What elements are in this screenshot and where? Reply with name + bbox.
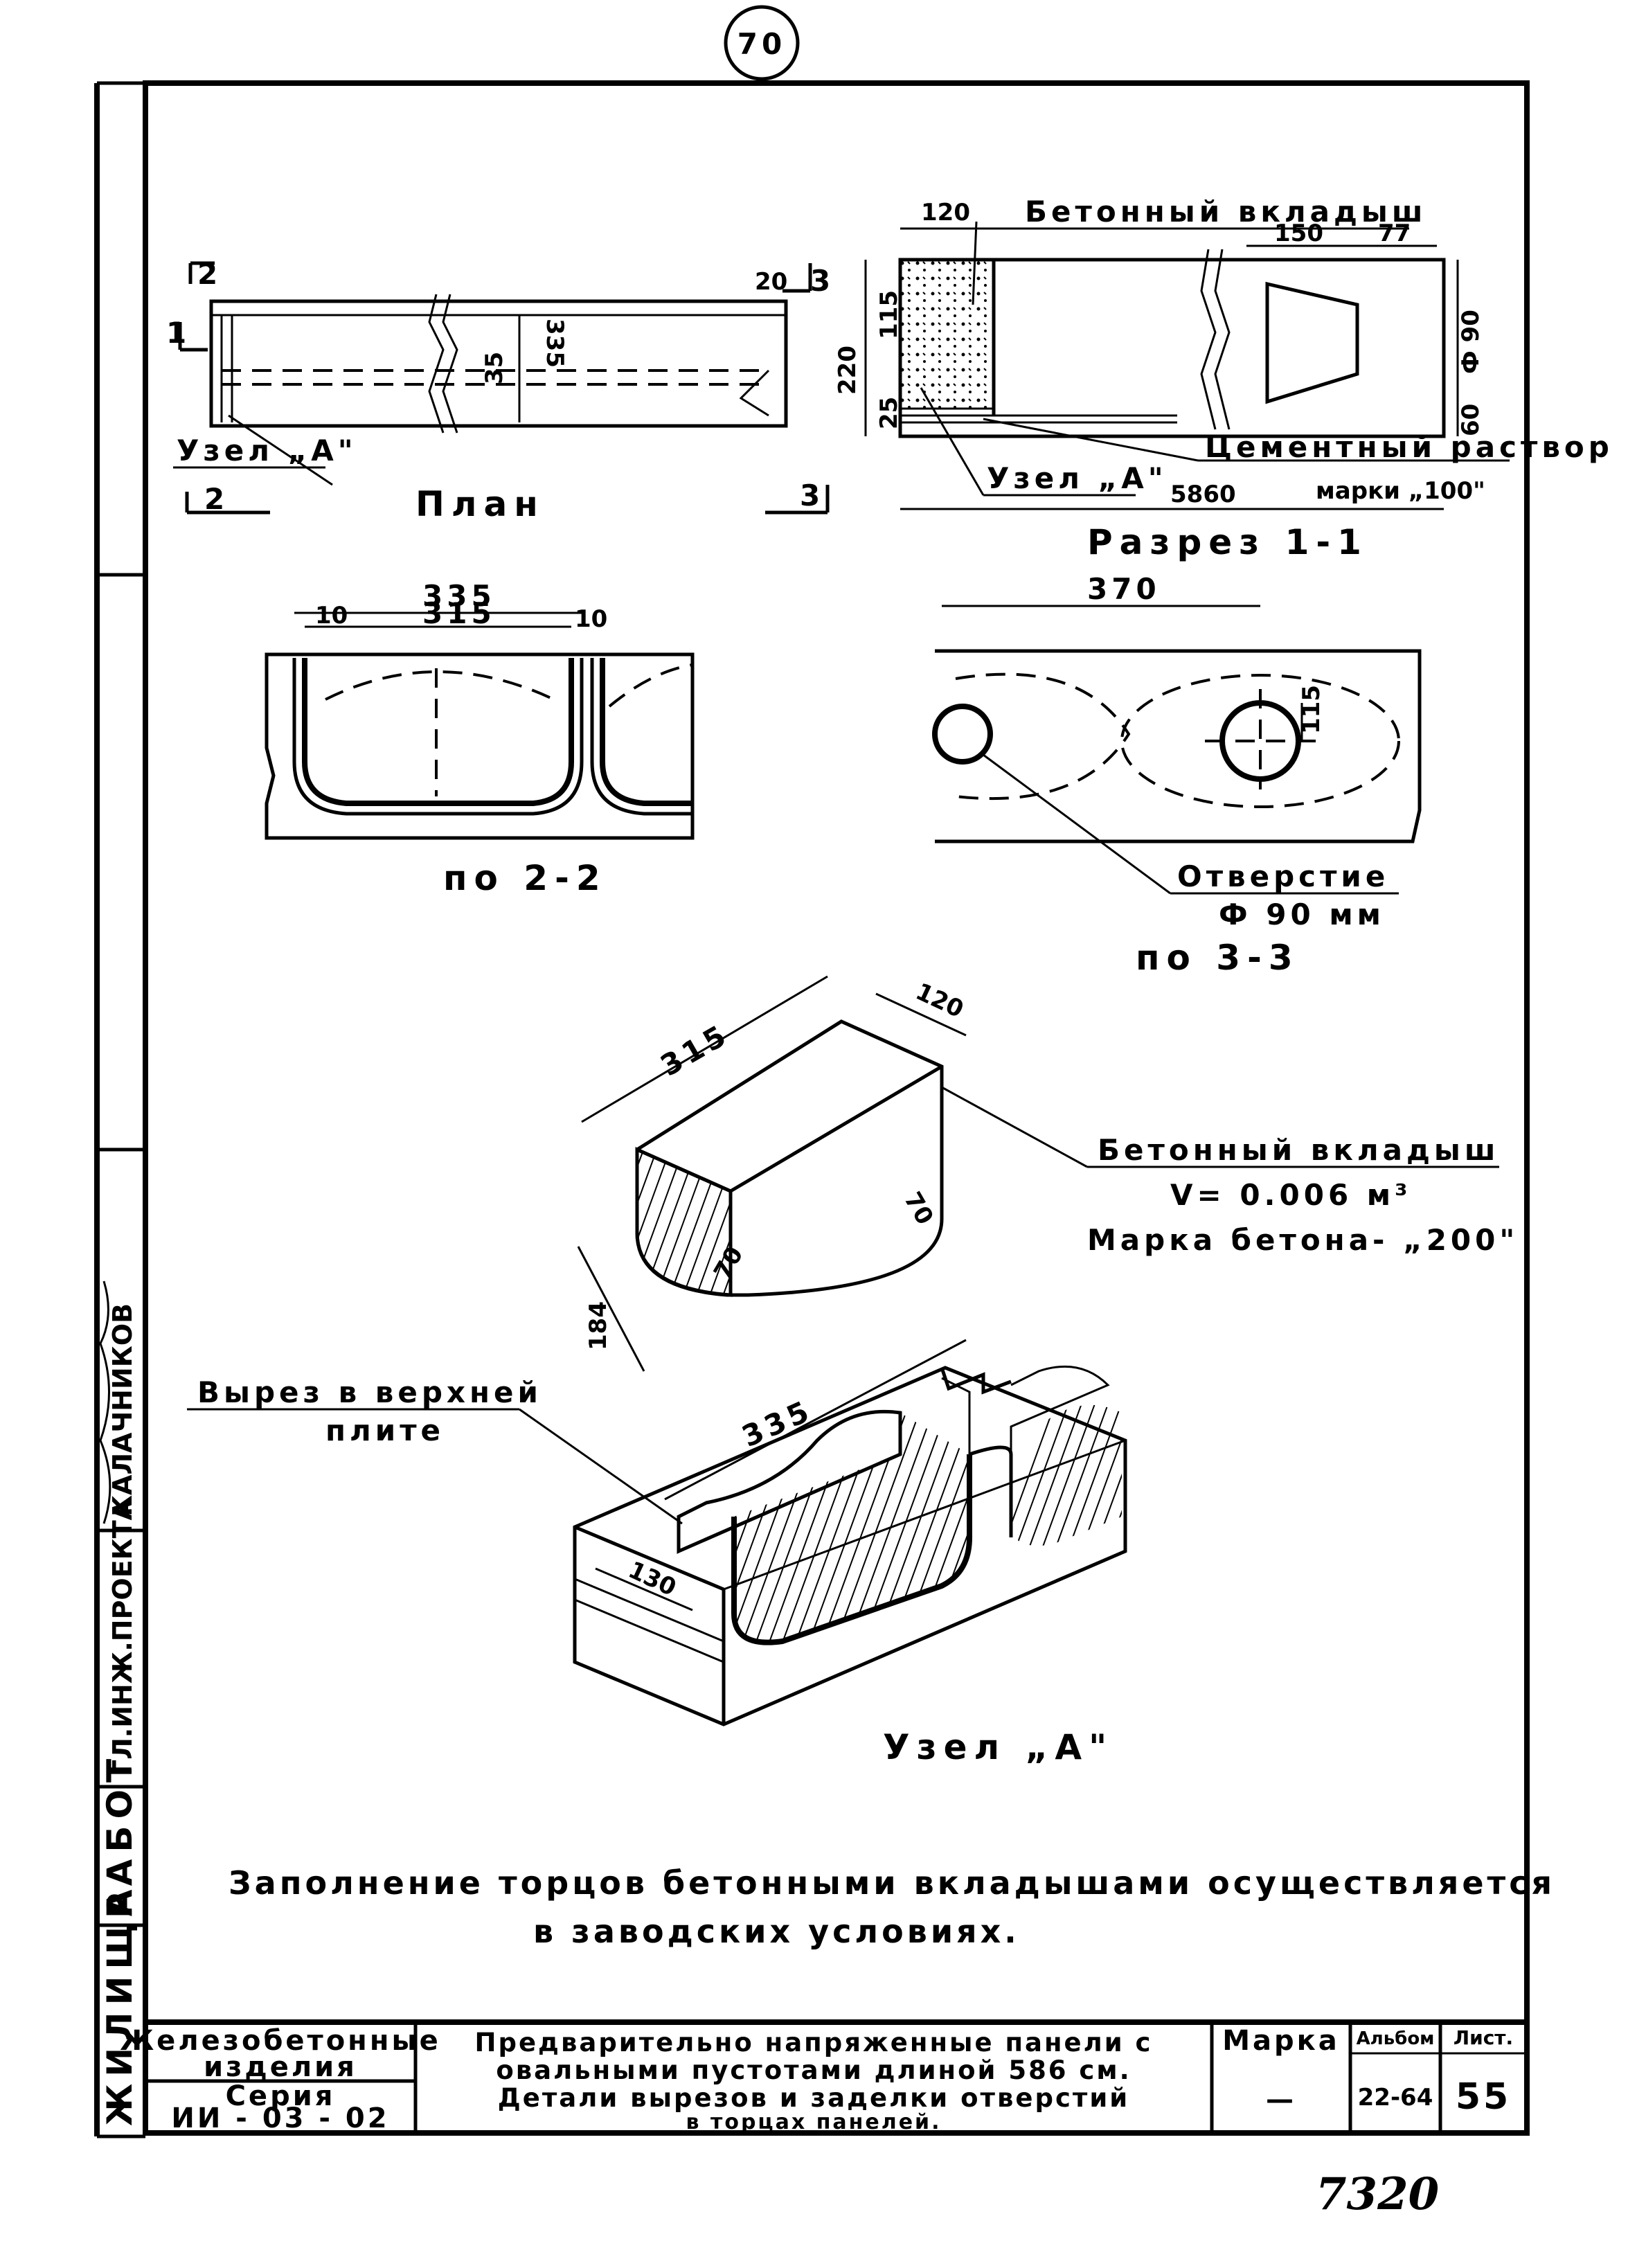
tb-product-line-2: изделия <box>204 2051 357 2083</box>
section-dim-phi90: Ф 90 <box>1457 310 1485 374</box>
plan-section-mark-3-bottom: 3 <box>800 479 824 512</box>
note-line-1: Заполнение торцов бетонными вкладышами о… <box>229 1864 1555 1902</box>
node-dim-335: 335 <box>737 1393 817 1454</box>
plan-section-mark-3-top: 3 <box>810 264 834 298</box>
view22-dim-10-left: 10 <box>315 602 348 629</box>
side-stamp-text-2: РАБОТ <box>100 1752 140 1918</box>
page-mark-number: 70 <box>737 27 786 61</box>
view33-hole-label: Отверстие <box>1177 859 1389 893</box>
tb-mark-value: — <box>1266 2084 1296 2116</box>
general-note: Заполнение торцов бетонными вкладышами о… <box>229 1864 1555 1950</box>
insert-dim-120: 120 <box>911 978 967 1024</box>
section-dim-115: 115 <box>875 290 903 339</box>
side-stamp: ЖИЛИЩА РАБОТ ГЛ.ИНЖ.ПРОЕКТА КАЛАЧНИКОВ <box>99 1280 140 2126</box>
plan-section-mark-2-bottom: 2 <box>204 482 229 516</box>
tb-album-label: Альбом <box>1357 2028 1435 2049</box>
plan-section-mark-2-top: 2 <box>197 257 222 291</box>
section-dim-5860: 5860 <box>1170 481 1236 508</box>
sheet-frame <box>94 80 1530 2138</box>
view22-dim-10-right: 10 <box>575 605 607 633</box>
tb-title-line-3: Детали вырезов и заделки отверстий <box>498 2083 1129 2113</box>
tb-product-line-1: Железобетонные <box>120 2025 441 2057</box>
plan-dim-35: 35 <box>481 352 508 384</box>
tb-sheet-value: 55 <box>1456 2076 1511 2118</box>
tb-series-value: ИИ - 03 - 02 <box>171 2102 389 2134</box>
section-dim-77: 77 <box>1378 220 1411 247</box>
tb-album-value: 22-64 <box>1358 2084 1433 2111</box>
section-dim-150: 150 <box>1274 220 1323 247</box>
page-mark: 70 <box>724 5 800 81</box>
section-insert-label: Бетонный вкладыш <box>1025 195 1426 229</box>
section-dim-60: 60 <box>1457 404 1485 436</box>
plan-caption: План <box>415 484 545 524</box>
view22-caption: по 2-2 <box>443 858 607 898</box>
section-node-label: Узел „А" <box>987 461 1168 495</box>
tb-mark-label: Марка <box>1222 2025 1340 2057</box>
view22-dim-335: 335 <box>422 579 496 613</box>
archive-number: 7320 <box>1316 2168 1439 2220</box>
node-cutout-label-2: плите <box>325 1413 445 1447</box>
node-cutout-label: Вырез в верхней <box>197 1375 542 1409</box>
side-stamp-text-1: ЖИЛИЩА <box>100 1883 140 2126</box>
side-stamp-text-4: КАЛАЧНИКОВ <box>107 1303 138 1517</box>
tb-series-label: Серия <box>226 2080 336 2112</box>
insert-dim-70-right: 70 <box>898 1188 938 1230</box>
insert-concrete-grade: Марка бетона- „200" <box>1087 1223 1519 1257</box>
view33-dim-370: 370 <box>1087 572 1161 606</box>
section-mortar-label: Цементный раствор <box>1205 430 1613 464</box>
title-block: Железобетонные изделия Серия ИИ - 03 - 0… <box>120 2019 1527 2134</box>
insert-isometric: 315 120 70 70 184 Бетонный вкладыш V= 0.… <box>577 975 1519 1372</box>
plan-node-label: Узел „А" <box>177 434 357 467</box>
tb-title-line-2: овальными пустотами длиной 586 см. <box>496 2055 1131 2085</box>
section-dim-120: 120 <box>921 199 970 226</box>
insert-label: Бетонный вкладыш <box>1098 1133 1499 1167</box>
view33-dim-115: 115 <box>1298 685 1325 734</box>
view-2-2: 335 315 10 10 по 2-2 <box>265 579 695 898</box>
note-line-2: в заводских условиях. <box>533 1913 1020 1950</box>
section-dim-220: 220 <box>834 346 861 395</box>
insert-dim-184: 184 <box>584 1301 612 1350</box>
insert-volume: V= 0.006 м³ <box>1170 1178 1412 1212</box>
insert-dim-315: 315 <box>655 1017 735 1082</box>
plan-view: 2 1 3 2 3 20 335 35 Узел „А" План <box>166 257 834 524</box>
plan-dim-335: 335 <box>541 319 569 368</box>
tb-title-line-4: в торцах панелей. <box>686 2110 942 2134</box>
plan-section-mark-1: 1 <box>166 316 190 350</box>
view-3-3: 370 115 Отверстие Ф 90 мм по 3-3 <box>932 572 1422 978</box>
view22-dim-315: 315 <box>422 596 496 630</box>
side-stamp-text-3: ГЛ.ИНЖ.ПРОЕКТА <box>107 1499 138 1776</box>
section-dim-25: 25 <box>875 397 903 429</box>
node-caption: Узел „А" <box>883 1727 1113 1767</box>
section-1-1: 120 Бетонный вкладыш 150 77 220 115 25 Ф… <box>834 195 1613 562</box>
plan-dim-20: 20 <box>755 268 787 296</box>
tb-title-line-1: Предварительно напряженные панели с <box>475 2028 1153 2057</box>
section-mortar-grade: марки „100" <box>1316 477 1485 505</box>
view33-hole-size: Ф 90 мм <box>1219 898 1385 931</box>
node-a-isometric: 335 130 Вырез в верхней плите Узел „А" <box>187 1339 1127 1767</box>
tb-sheet-label: Лист. <box>1453 2026 1513 2049</box>
section-caption: Разрез 1-1 <box>1087 522 1368 562</box>
signature <box>99 1280 111 1524</box>
node-dim-130: 130 <box>624 1556 680 1602</box>
view33-caption: по 3-3 <box>1136 938 1300 978</box>
